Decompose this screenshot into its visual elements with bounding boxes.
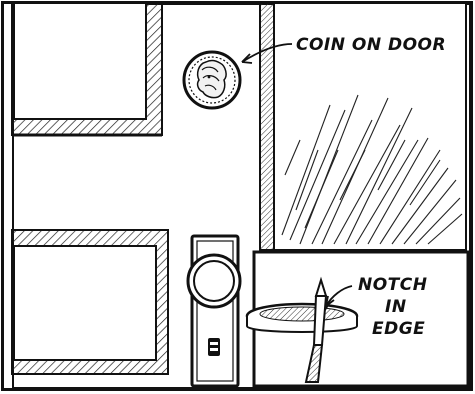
upper-door-panel	[12, 3, 162, 135]
inset-detail	[247, 252, 468, 386]
lower-door-panel	[12, 230, 168, 374]
keyhole	[208, 338, 220, 356]
notch-label-line-3: EDGE	[372, 319, 425, 339]
notch-label-line-2: IN	[385, 297, 407, 317]
door-stile	[260, 3, 274, 250]
coin-on-door-label: COIN ON DOOR	[296, 35, 446, 55]
notch-label-line-1: NOTCH	[358, 275, 427, 295]
door-knob	[188, 255, 240, 307]
coin	[184, 52, 240, 108]
